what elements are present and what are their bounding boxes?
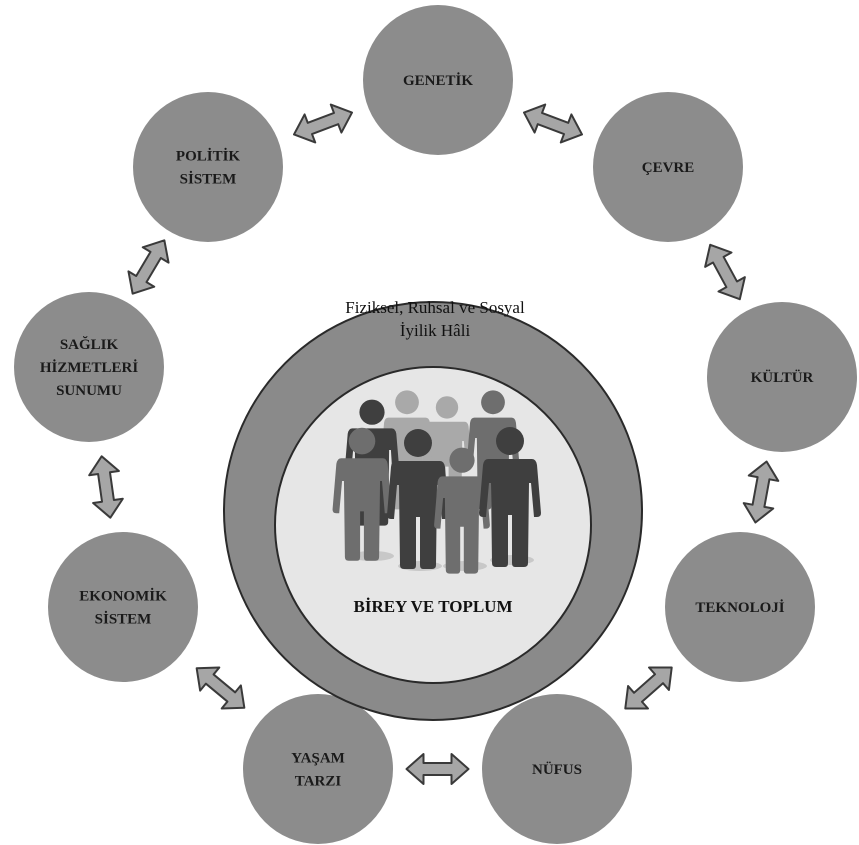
node-circle [593,92,743,242]
node-nufus: NÜFUS [482,694,632,844]
node-circle [133,92,283,242]
wellbeing-label-line2: İyilik Hâli [400,321,471,340]
double-arrow-genetik-cevre [523,103,583,144]
people-group-icon [332,390,541,574]
node-kultur: KÜLTÜR [707,302,857,452]
double-arrow-ekonomik-sistem-saglik-hizmetleri-sunumu [88,455,124,519]
node-circle [363,5,513,155]
node-label: KÜLTÜR [751,369,814,386]
node-label: POLİTİK [176,148,241,165]
individual-society-label: BİREY VE TOPLUM [353,597,512,616]
person-icon [387,429,449,569]
node-label: SUNUMU [56,383,122,399]
node-teknoloji: TEKNOLOJİ [665,532,815,682]
node-saglik-hizmetleri-sunumu: SAĞLIK HİZMETLERİ SUNUMU [14,292,164,442]
node-label: EKONOMİK [79,588,167,605]
node-label: SAĞLIK [60,336,119,353]
node-label: SİSTEM [95,611,152,628]
double-arrow-kultur-teknoloji [742,460,780,524]
node-label: GENETİK [403,72,473,89]
node-label: SİSTEM [180,171,237,188]
wellbeing-label-line1: Fiziksel, Ruhsal ve Sosyal [345,298,525,317]
node-circle [482,694,632,844]
node-circle [48,532,198,682]
double-arrow-cevre-kultur [704,243,746,301]
arrows-layer [88,103,780,785]
double-arrow-saglik-hizmetleri-sunumu-politik-sistem [127,239,170,295]
node-label: NÜFUS [532,761,582,778]
node-label: TEKNOLOJİ [695,599,784,616]
node-cevre: ÇEVRE [593,92,743,242]
node-ekonomik-sistem: EKONOMİK SİSTEM [48,532,198,682]
center-group: Fiziksel, Ruhsal ve Sosyal İyilik Hâli B… [223,298,643,721]
node-label: HİZMETLERİ [40,359,139,376]
double-arrow-yasam-tarzi-ekonomik-sistem [195,666,246,710]
node-label: TARZI [295,774,342,790]
person-icon [479,427,541,567]
node-circle [14,292,164,442]
node-yasam-tarzi: YAŞAM TARZI [243,694,393,844]
node-label: YAŞAM [291,751,345,767]
person-icon [332,427,392,561]
node-circle [707,302,857,452]
double-arrow-teknoloji-nufus [624,666,673,710]
node-genetik: GENETİK [363,5,513,155]
node-circle [665,532,815,682]
nodes-layer: GENETİK ÇEVRE KÜLTÜR TEKNOLOJİ NÜFUS YAŞAM TAR… [14,5,857,844]
node-label: ÇEVRE [642,160,695,176]
node-politik-sistem: POLİTİK SİSTEM [133,92,283,242]
person-icon [434,447,490,574]
double-arrow-politik-sistem-genetik [293,103,353,144]
double-arrow-nufus-yasam-tarzi [405,753,470,785]
node-circle [243,694,393,844]
